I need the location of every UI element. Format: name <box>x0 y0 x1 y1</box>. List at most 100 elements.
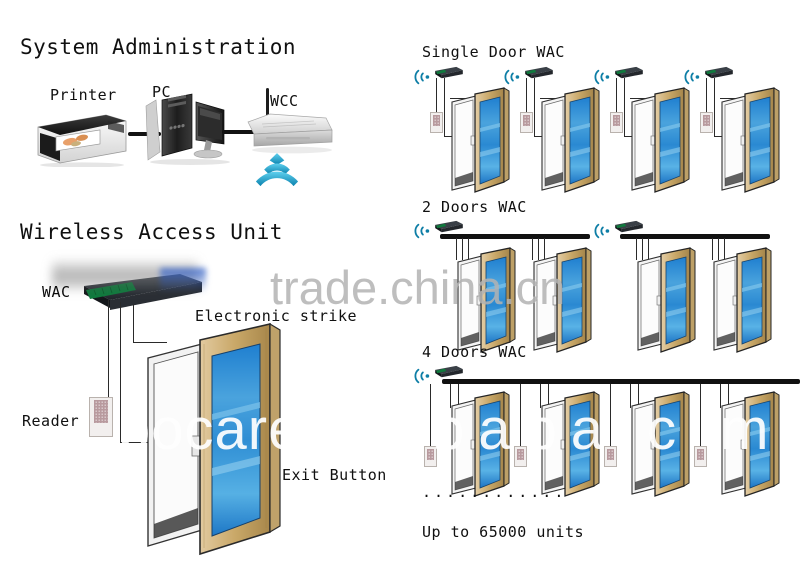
ellipsis-indicator: ············ <box>422 487 567 505</box>
wire <box>444 78 445 136</box>
wire-strike-h <box>133 342 167 343</box>
label-electronic-strike: Electronic strike <box>195 307 358 325</box>
wifi-signal-icon <box>594 69 610 85</box>
wire <box>436 78 437 116</box>
wac-controller-icon <box>84 274 202 310</box>
section-title-single-door: Single Door WAC <box>422 43 565 61</box>
wire <box>630 98 652 99</box>
wire <box>720 384 721 408</box>
wire-wac-reader <box>108 300 109 410</box>
label-pc: PC <box>152 83 172 101</box>
wac-device-icon[interactable] <box>612 66 646 79</box>
wifi-signal-icon <box>594 223 610 239</box>
reader-keypad[interactable] <box>700 112 713 133</box>
reader-keypad[interactable] <box>430 112 443 133</box>
wcc-router-icon <box>247 88 333 154</box>
wac-device-icon[interactable] <box>522 66 556 79</box>
label-printer: Printer <box>50 86 117 104</box>
wire <box>724 238 725 260</box>
wire <box>520 384 521 446</box>
bus-bar <box>440 234 590 239</box>
wire <box>728 384 729 408</box>
door-unit <box>541 87 600 193</box>
label-exit-button: Exit Button <box>282 466 387 484</box>
bus-bar <box>620 234 770 239</box>
wifi-signal-icon <box>414 368 430 384</box>
wire <box>458 384 459 408</box>
door-unit <box>713 247 772 353</box>
door-unit <box>451 391 510 497</box>
wire <box>450 98 472 99</box>
section-title-wireless-access-unit: Wireless Access Unit <box>20 220 283 244</box>
wire <box>532 238 533 260</box>
section-title-two-doors: 2 Doors WAC <box>422 198 527 216</box>
label-reader: Reader <box>22 412 80 430</box>
wire <box>714 78 715 136</box>
wire <box>642 238 643 260</box>
wifi-signal-icon <box>504 69 520 85</box>
label-wcc: WCC <box>270 92 299 110</box>
wifi-signal-icon <box>684 69 700 85</box>
door-unit <box>457 247 516 353</box>
capacity-note: Up to 65000 units <box>422 523 585 541</box>
wac-device-icon[interactable] <box>432 220 466 233</box>
wac-device-icon[interactable] <box>432 66 466 79</box>
wire <box>540 98 562 99</box>
cable-printer-pc <box>128 132 161 136</box>
wifi-signal-icon <box>414 223 430 239</box>
wac-device-icon[interactable] <box>702 66 736 79</box>
door-unit <box>541 391 600 497</box>
wire <box>538 238 539 260</box>
door-unit <box>631 391 690 497</box>
door-assembly-main <box>147 322 281 556</box>
wire <box>636 238 637 260</box>
printer-icon <box>37 114 127 167</box>
reader-keypad[interactable] <box>520 112 533 133</box>
wire <box>648 238 649 260</box>
wire-wac-exit <box>120 302 121 442</box>
wire-exit-h <box>120 442 168 443</box>
wire <box>450 384 451 408</box>
wire <box>624 78 625 136</box>
wire <box>700 384 701 446</box>
wire-wac-strike <box>133 304 134 342</box>
wire <box>540 384 541 408</box>
label-wac: WAC <box>42 283 71 301</box>
reader-keypad[interactable] <box>604 446 617 467</box>
wire <box>718 238 719 260</box>
wire <box>712 238 713 260</box>
wire <box>430 384 431 446</box>
wac-device-icon[interactable] <box>432 365 466 378</box>
door-unit <box>721 391 780 497</box>
section-title-four-doors: 4 Doors WAC <box>422 343 527 361</box>
door-unit <box>533 247 592 353</box>
reader-keypad[interactable] <box>514 446 527 467</box>
wire <box>468 238 469 260</box>
wire <box>616 78 617 116</box>
bus-bar <box>442 379 800 384</box>
cable-pc-wcc <box>222 130 262 134</box>
wire <box>610 384 611 446</box>
reader-keypad[interactable] <box>694 446 707 467</box>
door-unit <box>451 87 510 193</box>
wire <box>720 98 742 99</box>
door-unit <box>637 247 696 353</box>
wire <box>456 238 457 260</box>
wire <box>630 384 631 408</box>
wire <box>534 78 535 136</box>
wifi-signal-icon <box>414 69 430 85</box>
pc-icon <box>145 93 230 165</box>
page-title: System Administration <box>20 35 297 59</box>
wire <box>706 78 707 116</box>
wire <box>638 384 639 408</box>
wire <box>544 238 545 260</box>
wifi-signal-icon <box>255 153 299 187</box>
wire <box>526 78 527 116</box>
door-unit <box>631 87 690 193</box>
reader-keypad[interactable] <box>610 112 623 133</box>
reader-keypad[interactable] <box>424 446 437 467</box>
wire <box>548 384 549 408</box>
reader-keypad[interactable] <box>89 397 113 437</box>
wac-device-icon[interactable] <box>612 220 646 233</box>
